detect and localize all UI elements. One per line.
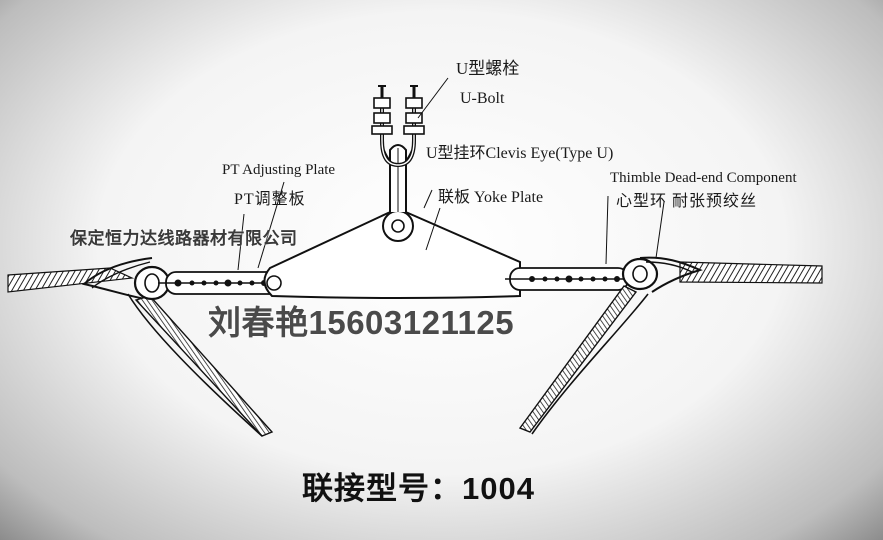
model-number: 联接型号：1004 (302, 471, 535, 506)
u-bolt-en-label: U-Bolt (460, 90, 505, 107)
contact-watermark: 刘春艳15603121125 (208, 304, 515, 341)
right-thimble (621, 257, 659, 291)
clevis-eye (383, 144, 413, 212)
right-conductor (679, 261, 823, 284)
right-pt-adjusting-plate (505, 267, 640, 291)
left-conductor (7, 267, 135, 293)
pt-plate-en-label: PT Adjusting Plate (222, 162, 336, 178)
thimble-cn-label: 心型环 耐张预绞丝 (616, 193, 758, 210)
left-pt-adjusting-plate (158, 271, 290, 295)
pt-plate-cn-label: PT调整板 (234, 191, 306, 208)
right-dead-end-wraps (518, 256, 703, 435)
u-bolt-cn-label: U型螺栓 (456, 59, 520, 78)
clevis-eye-label: U型挂环Clevis Eye(Type U) (426, 145, 614, 162)
yoke-plate-label: 联板 Yoke Plate (438, 189, 544, 206)
leader-lines (237, 181, 665, 271)
u-bolt (371, 77, 449, 168)
company-watermark: 保定恒力达线路器材有限公司 (70, 229, 298, 248)
thimble-en-label: Thimble Dead-end Component (610, 170, 797, 186)
